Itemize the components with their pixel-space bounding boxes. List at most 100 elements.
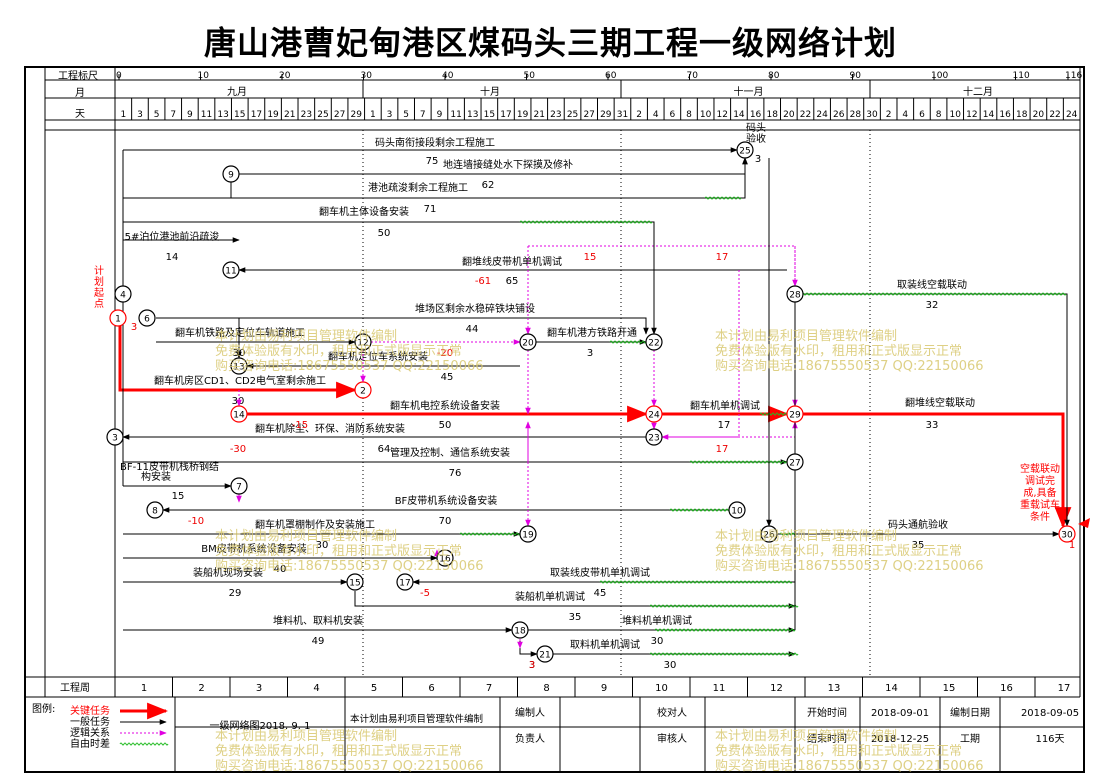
legend-swatch — [119, 742, 169, 746]
task-duration: 62 — [482, 180, 495, 191]
event-node — [728, 501, 746, 519]
month-label: 十月 — [480, 85, 500, 98]
legend-item: 逻辑关系 — [70, 726, 110, 739]
event-node — [786, 405, 804, 423]
event-node-label: 12 — [357, 339, 368, 349]
day-label: 22 — [1049, 110, 1060, 120]
day-label: 15 — [234, 110, 245, 120]
event-node-label: 30 — [1061, 531, 1073, 541]
row-label-month: 月 — [75, 87, 85, 99]
event-node-label: 18 — [514, 627, 526, 637]
task-arrow — [118, 326, 358, 399]
day-label: 25 — [567, 110, 578, 120]
watermark-text: 购买咨询电话:18675550537 QQ:22150066 — [715, 758, 984, 774]
legend-item: 关键任务 — [70, 704, 110, 717]
task-label: 码头通航验收 — [888, 518, 948, 531]
task-label: 构安装 — [141, 470, 171, 483]
scale-tick: 10 — [198, 71, 210, 81]
day-label: 11 — [450, 110, 461, 120]
start-point-label: 划 — [94, 275, 104, 288]
footer-field-start-value: 2018-09-01 — [871, 708, 929, 719]
day-label: 17 — [500, 110, 511, 120]
event-node — [736, 141, 754, 159]
task-label: 翻车机电控系统设备安装 — [390, 399, 500, 412]
event-node — [436, 549, 454, 567]
week-label: 3 — [256, 683, 262, 694]
watermark-text: 免费体验版有水印，租用和正式版显示正常 — [215, 543, 462, 559]
event-node — [536, 645, 554, 663]
float-value: 3 — [529, 660, 535, 671]
week-row-label: 工程周 — [60, 682, 90, 694]
task-label: 堆场区剩余水稳碎铁块铺设 — [415, 302, 535, 315]
end-point-label: 重载试车 — [1020, 498, 1060, 511]
task-label: 装船机现场安装 — [193, 566, 263, 579]
event-node-label: 2 — [360, 387, 366, 397]
task-duration: 30 — [316, 540, 329, 551]
float-value: -10 — [188, 516, 204, 527]
scale-tick: 60 — [605, 71, 617, 81]
week-label: 15 — [943, 683, 956, 694]
free-float — [459, 532, 521, 536]
task-label: 码头南衔接段剩余工程施工 — [375, 136, 495, 149]
task-arrow — [519, 639, 538, 657]
legend-item: 自由时差 — [70, 737, 110, 750]
task-duration: 29 — [229, 588, 242, 599]
week-label: 13 — [828, 683, 841, 694]
event-node — [346, 573, 364, 591]
event-node-label: 21 — [539, 651, 550, 661]
day-label: 12 — [966, 110, 977, 120]
float-value: 17 — [716, 252, 729, 263]
task-label: 翻车机港方铁路开通 — [547, 326, 637, 339]
day-label: 16 — [999, 110, 1011, 120]
event-node — [146, 501, 164, 519]
event-node — [222, 165, 240, 183]
event-node-label: 11 — [225, 267, 236, 277]
legend-title: 图例: — [32, 702, 55, 715]
scale-tick: 110 — [1013, 71, 1030, 81]
event-node — [230, 357, 248, 375]
task-duration: 3 — [755, 154, 761, 165]
float-value: 15 — [584, 252, 597, 263]
week-label: 8 — [543, 683, 549, 694]
day-label: 27 — [583, 110, 594, 120]
task-label: 翻堆线空载联动 — [905, 396, 975, 409]
document-name: 一级网络图2018. 9. 1 — [210, 719, 311, 732]
scale-tick: 80 — [768, 71, 780, 81]
event-node-label: 19 — [522, 531, 534, 541]
event-node-label: 7 — [236, 483, 242, 493]
watermark-text: 购买咨询电话:18675550537 QQ:22150066 — [715, 558, 984, 574]
watermark-text: 免费体验版有水印，租用和正式版显示正常 — [215, 743, 462, 759]
footer-field-editor-label: 编制人 — [515, 706, 545, 719]
event-node-label: 1 — [115, 315, 121, 325]
day-label: 26 — [833, 110, 845, 120]
task-arrow — [156, 317, 649, 335]
day-label: 1 — [370, 110, 376, 120]
watermark-text: 本计划由易利项目管理软件编制 — [215, 529, 397, 544]
event-node — [645, 405, 663, 423]
footer-field-end-label: 结束时间 — [807, 732, 847, 745]
watermark-text: 购买咨询电话:18675550537 QQ:22150066 — [215, 358, 484, 374]
event-node — [230, 477, 248, 495]
day-label: 24 — [1066, 110, 1078, 120]
task-label: 翻车机主体设备安装 — [319, 205, 409, 218]
task-duration: 40 — [274, 564, 287, 575]
event-node — [138, 309, 156, 327]
task-duration: 35 — [569, 612, 582, 623]
float-value: -5 — [420, 588, 430, 599]
scale-tick: 90 — [850, 71, 862, 81]
month-label: 十一月 — [734, 85, 764, 98]
day-label: 30 — [866, 110, 878, 120]
task-label: 取料机单机调试 — [570, 638, 640, 651]
end-point-label: 空载联动 — [1020, 462, 1060, 475]
software-note: 本计划由易利项目管理软件编制 — [350, 713, 483, 725]
task-label: 5#泊位港池前沿疏浚 — [125, 230, 220, 243]
day-label: 10 — [700, 110, 712, 120]
task-duration: 50 — [439, 420, 452, 431]
event-node — [354, 333, 372, 351]
scale-tick: 50 — [524, 71, 536, 81]
event-node-label: 28 — [789, 291, 801, 301]
week-label: 4 — [313, 683, 319, 694]
event-node — [114, 285, 132, 303]
watermark-text: 购买咨询电话:18675550537 QQ:22150066 — [215, 558, 484, 574]
